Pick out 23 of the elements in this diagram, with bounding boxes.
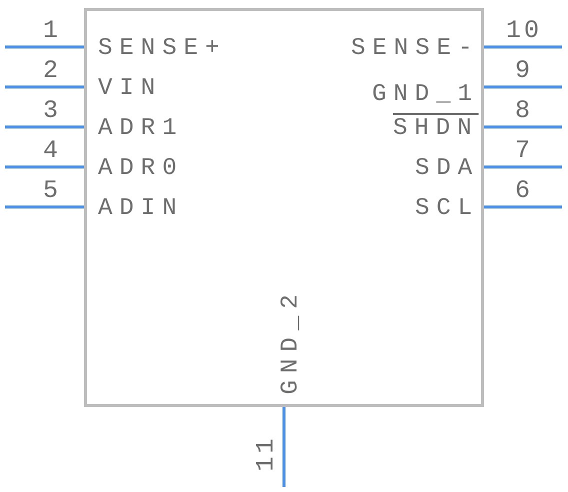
pin-number: 4 <box>43 138 62 163</box>
pin-number: 6 <box>515 178 534 203</box>
pin-name: VIN <box>98 77 162 101</box>
pin-number: 8 <box>515 98 534 123</box>
pin-name: ADIN <box>98 197 184 221</box>
pin-name: GND_2 <box>279 288 303 394</box>
pin-name: ADR0 <box>98 157 184 181</box>
pin-number: 10 <box>506 18 542 43</box>
pin-name: SDA <box>415 157 480 181</box>
pin-name: SENSE- <box>351 37 480 61</box>
pin-name: SENSE+ <box>98 37 226 61</box>
pin-number: 11 <box>254 435 278 471</box>
pin-number: 2 <box>43 58 62 83</box>
pin-number: 5 <box>43 178 62 203</box>
ic-body <box>84 8 484 407</box>
pin-number: 3 <box>43 98 62 123</box>
pin-name: SCL <box>415 197 480 221</box>
pin-name: ADR1 <box>98 117 184 141</box>
pin-number: 9 <box>515 58 534 83</box>
pin-number: 1 <box>43 18 62 43</box>
pin-number: 7 <box>515 138 534 163</box>
pin-name: GND_1 <box>372 83 480 107</box>
pin-name: SHDN <box>393 117 479 141</box>
